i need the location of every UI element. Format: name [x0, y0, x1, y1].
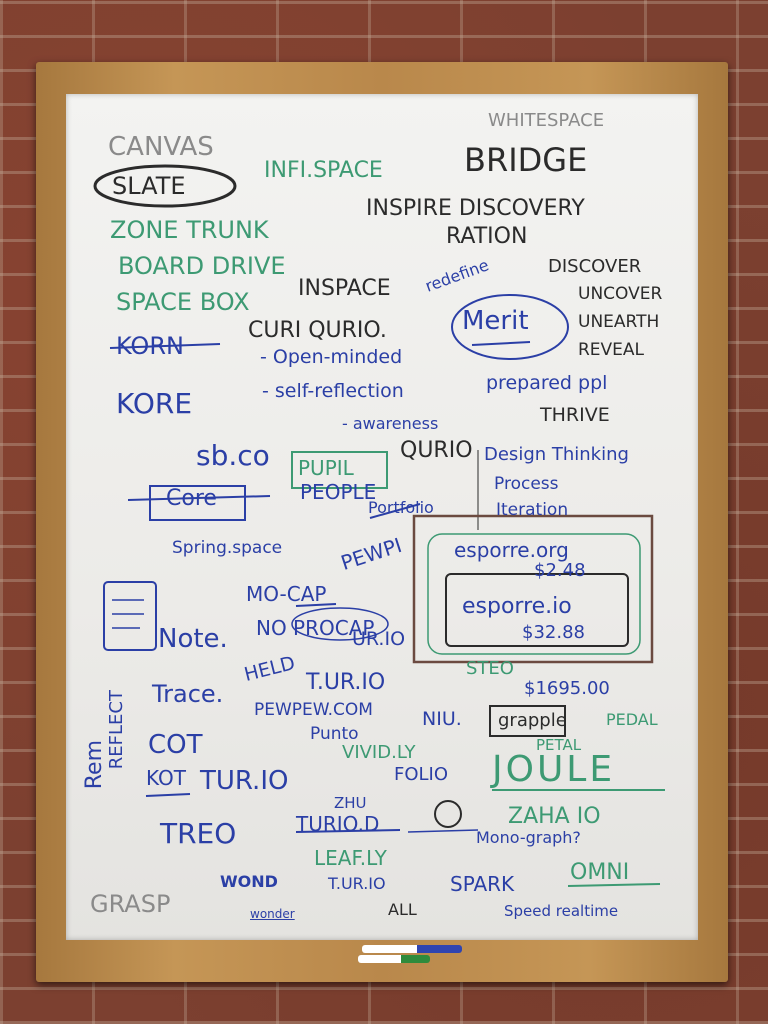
word-mo-cap: MO-CAP — [246, 582, 327, 606]
slate-circle — [93, 164, 237, 208]
word-note: Note. — [158, 624, 228, 654]
omni-underline — [567, 883, 661, 887]
turio-underline — [295, 829, 401, 833]
word-speed-realtime: Speed realtime — [504, 902, 619, 920]
word-petal: PETAL — [536, 736, 582, 754]
note-page-sketch-icon — [103, 581, 157, 651]
word-pupil: PUPIL — [298, 456, 354, 480]
korn-strikethrough — [109, 343, 221, 349]
word-ration: RATION — [446, 224, 528, 249]
word-uncover: UNCOVER — [578, 284, 663, 304]
word-canvas: CANVAS — [108, 132, 214, 162]
word-leaf-ly: LEAF.LY — [314, 846, 387, 870]
word-vivid-ly: VIVID.LY — [342, 742, 416, 763]
procap-circle — [291, 607, 389, 641]
word-reflect: REFLECT — [106, 690, 127, 770]
word-rem: Rem — [82, 740, 107, 790]
word-reveal: REVEAL — [578, 340, 645, 360]
word-merit: Merit — [462, 306, 529, 336]
loop-arrow-sketch-icon — [434, 800, 462, 828]
word-price-org: $2.48 — [534, 560, 586, 581]
cap-underline — [295, 603, 337, 607]
word-awareness: - awareness — [342, 414, 439, 433]
turio-arrow — [407, 829, 479, 833]
word-omni: OMNI — [570, 860, 630, 885]
word-kore: KORE — [116, 387, 193, 420]
word-wonder: wonder — [250, 907, 295, 921]
word-korn: KORN — [116, 332, 184, 360]
merit-circle — [451, 294, 569, 360]
word-steo: STEO — [466, 658, 514, 679]
word-infi-space: INFI.SPACE — [264, 158, 383, 183]
core-box — [149, 485, 246, 521]
kot-underline — [145, 793, 191, 797]
word-design-thinking: Design Thinking — [484, 444, 629, 465]
word-spark: SPARK — [450, 872, 515, 896]
word-self-reflection: - self-reflection — [262, 380, 404, 402]
word-treo: TREO — [160, 817, 237, 850]
word-price-io: $32.88 — [522, 622, 585, 643]
word-punto: Punto — [310, 724, 359, 744]
word-iteration: Iteration — [496, 500, 569, 520]
word-trace: Trace. — [152, 680, 224, 708]
word-discover: DISCOVER — [548, 256, 642, 277]
core-arrow-line — [127, 495, 271, 501]
word-inspace: INSPACE — [298, 276, 391, 301]
word-t-ur-io-small: T.UR.IO — [328, 874, 386, 893]
word-all: ALL — [388, 900, 417, 919]
word-thrive: THRIVE — [540, 404, 610, 426]
word-process: Process — [494, 474, 559, 494]
word-inspire-discovery: INSPIRE DISCOVERY — [366, 196, 585, 221]
word-t-ur-io: T.UR.IO — [306, 670, 386, 695]
word-price-big: $1695.00 — [524, 678, 610, 699]
word-turio-d: TURIO.D — [296, 812, 380, 836]
merit-underline — [471, 341, 531, 346]
word-zaha-io: ZAHA IO — [508, 804, 601, 829]
dry-erase-marker-icon[interactable] — [362, 945, 462, 953]
word-portfolio: Portfolio — [368, 498, 434, 517]
word-kot: KOT — [146, 766, 186, 790]
word-core: Core — [166, 486, 217, 511]
word-spring-space: Spring.space — [172, 538, 283, 558]
pupil-box — [291, 451, 388, 489]
word-unearth: UNEARTH — [578, 312, 660, 332]
esporre-outer-box — [412, 514, 654, 664]
word-mono-graph: Mono-graph? — [476, 828, 581, 847]
word-zone-trunk: ZONE TRUNK — [110, 216, 269, 244]
word-whitespace: WHITESPACE — [488, 110, 605, 131]
word-pewpew-com: PEWPEW.COM — [254, 700, 373, 720]
word-sb-co: sb.co — [196, 439, 270, 472]
word-board-drive: BOARD DRIVE — [118, 252, 286, 280]
word-pedal: PEDAL — [606, 710, 658, 729]
portfolio-strike — [369, 503, 421, 519]
word-space-box: SPACE BOX — [116, 288, 250, 316]
marker-tray — [358, 945, 468, 965]
word-no-procap: NO PROCAP — [256, 616, 375, 640]
word-niu: NIU. — [422, 708, 462, 730]
word-folio: FOLIO — [394, 764, 449, 785]
word-zhu: ZHU — [334, 794, 367, 812]
word-ur-io: UR.IO — [352, 628, 406, 650]
word-slate: SLATE — [112, 172, 186, 200]
word-qurio: QURIO — [400, 438, 473, 463]
esporre-io-box — [445, 573, 629, 647]
word-tur-io: TUR.IO — [200, 766, 289, 796]
word-bridge: BRIDGE — [464, 141, 588, 179]
word-people: PEOPLE — [300, 480, 377, 504]
word-esporre-org: esporre.org — [454, 538, 569, 562]
word-curi-qurio: CURI QURIO. — [248, 318, 387, 343]
word-esporre-io: esporre.io — [462, 594, 572, 619]
grapple-box — [489, 705, 566, 737]
word-grapple: grapple — [498, 710, 567, 731]
word-joule: JOULE — [492, 749, 616, 790]
dry-erase-marker-icon[interactable] — [358, 955, 430, 963]
word-cot: COT — [148, 730, 203, 760]
word-open-minded: - Open-minded — [260, 346, 403, 368]
word-grasp: GRASP — [90, 890, 171, 918]
word-prepared-ppl: prepared ppl — [486, 372, 608, 394]
esporre-green-box — [427, 533, 641, 655]
word-wond: WOND — [220, 872, 278, 891]
